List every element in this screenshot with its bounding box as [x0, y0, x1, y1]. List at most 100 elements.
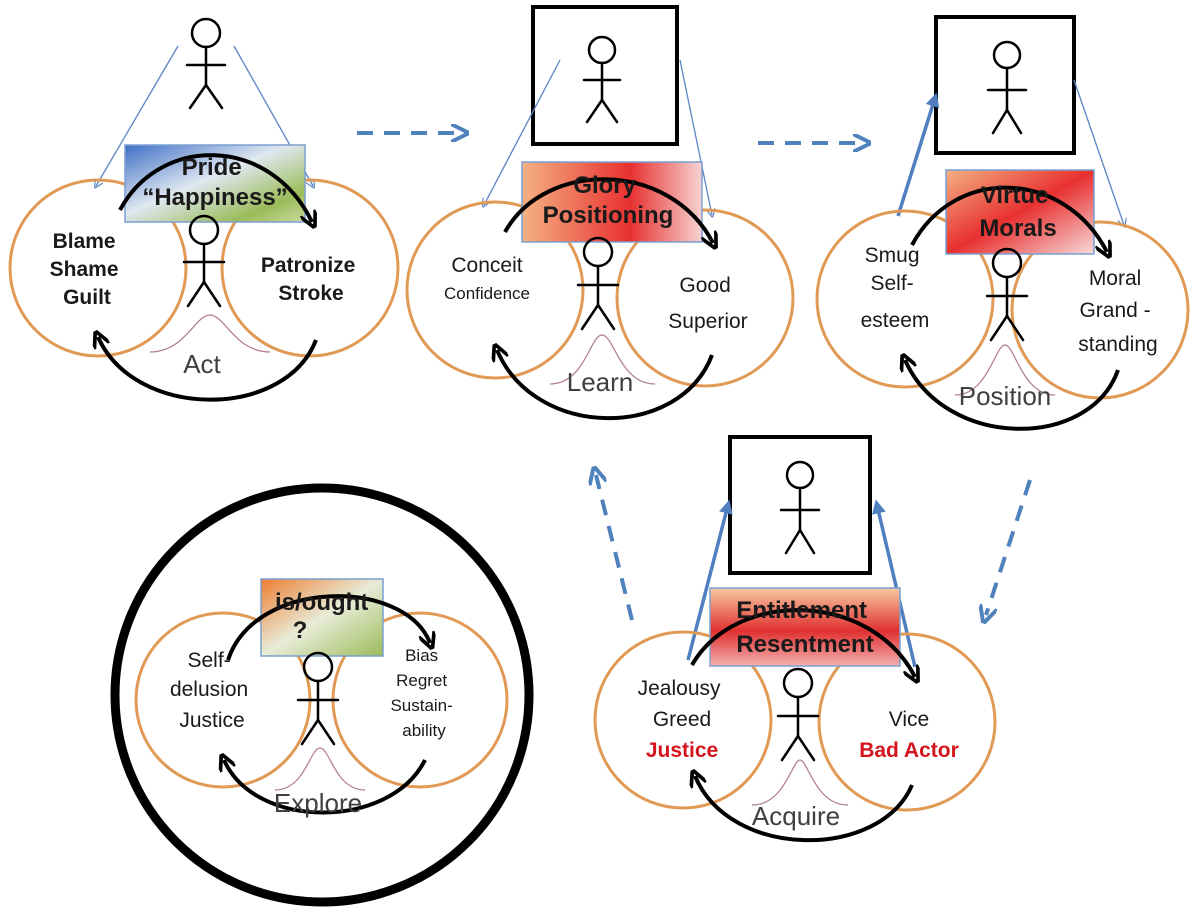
box-line: Entitlement	[736, 597, 867, 624]
right-label: Patronize Stroke	[261, 254, 361, 305]
observer-line-left	[484, 59, 561, 205]
left-line: Guilt	[63, 286, 111, 309]
panel-explore: is/ought ? Self- delusion Justice Bias R…	[110, 483, 534, 907]
left-label: Smug Self- esteem	[861, 244, 930, 332]
label-box-pride	[124, 144, 306, 223]
cycle-arc-top	[690, 608, 915, 677]
observer-line-right	[1073, 79, 1124, 225]
box-label: is/ought ?	[275, 589, 375, 644]
cycle-arc-top	[118, 153, 312, 222]
left-line: Self-	[870, 272, 913, 295]
right-line: Good	[679, 274, 730, 297]
right-line: Stroke	[278, 282, 343, 305]
center-figure	[776, 667, 820, 762]
panel-learn: Glory Positioning Conceit Confidence Goo…	[405, 5, 795, 421]
right-line: Bias	[405, 646, 438, 665]
box-line: Morals	[979, 215, 1056, 242]
left-label: Self- delusion Justice	[170, 649, 254, 732]
left-red-label: Justice	[646, 739, 718, 762]
left-line: Blame	[53, 230, 116, 253]
left-line: Greed	[653, 708, 711, 731]
box-line: Positioning	[543, 202, 674, 229]
left-sublabel: Confidence	[444, 284, 530, 303]
box-label: Entitlement Resentment	[736, 597, 873, 658]
left-label: Jealousy Greed	[638, 677, 727, 731]
ring-left	[815, 209, 995, 389]
observer-line-right	[679, 59, 712, 215]
panel-acquire: Entitlement Resentment Jealousy Greed Ju…	[593, 435, 997, 843]
right-line: standing	[1078, 333, 1157, 356]
left-label: Conceit	[451, 254, 522, 277]
bell-curve	[149, 314, 271, 353]
observer-line-left	[96, 45, 179, 186]
center-figure	[985, 247, 1029, 342]
right-label: Good Superior	[668, 274, 747, 333]
box-line: Resentment	[736, 631, 873, 658]
flow-arrow-position-to-acquire	[986, 479, 1032, 615]
panel-act: Pride “Happiness” Blame Shame Guilt Patr…	[8, 17, 400, 402]
stage-label: Explore	[274, 788, 362, 818]
bell-curve	[274, 747, 366, 791]
bell-curve	[954, 344, 1056, 396]
right-red-label: Bad Actor	[859, 739, 959, 762]
right-line: Superior	[668, 310, 747, 333]
cycle-arc-top	[503, 177, 713, 243]
outer-boundary-circle	[110, 483, 534, 907]
right-line: Grand -	[1079, 299, 1150, 322]
center-figure	[296, 651, 340, 746]
left-label: Blame Shame Guilt	[50, 230, 125, 309]
right-line: Moral	[1089, 267, 1142, 290]
cycle-arc-bottom	[695, 776, 914, 843]
stage-label: Position	[959, 381, 1052, 411]
stage-label: Acquire	[752, 801, 840, 831]
observer-box	[934, 15, 1076, 155]
ring-right	[817, 632, 997, 812]
box-line: Virtue	[981, 182, 1049, 209]
box-line: is/ought	[275, 589, 368, 616]
observer-box	[531, 5, 679, 146]
right-label: Moral Grand - standing	[1078, 267, 1157, 356]
cycle-arc-bottom	[905, 360, 1120, 431]
observer-line-thick	[896, 92, 940, 217]
left-line: Jealousy	[638, 677, 721, 700]
left-line: esteem	[861, 309, 930, 332]
observer-figure	[779, 460, 821, 555]
cycle-arc-top	[226, 594, 430, 661]
right-label: Bias Regret Sustain- ability	[390, 646, 457, 740]
right-line: ability	[402, 721, 446, 740]
box-label: Glory Positioning	[543, 172, 674, 229]
left-line: Justice	[179, 709, 244, 732]
cycle-arc-bottom	[224, 760, 427, 815]
box-line: Glory	[573, 172, 636, 199]
observer-figure	[582, 35, 622, 124]
center-figure	[576, 236, 620, 331]
right-line: Regret	[396, 671, 447, 690]
right-line: Patronize	[261, 254, 356, 277]
box-line: ?	[293, 617, 308, 644]
box-line: “Happiness”	[142, 184, 287, 211]
observer-figure	[986, 40, 1028, 135]
box-label: Virtue Morals	[979, 182, 1056, 242]
label-box-virtue	[945, 169, 1095, 255]
label-box-glory	[521, 161, 703, 243]
ring-left	[593, 630, 773, 810]
cycle-arc-bottom	[497, 350, 714, 421]
observer-figure	[185, 17, 227, 110]
left-line: Self-	[187, 649, 230, 672]
ring-right	[615, 208, 795, 388]
box-line: Pride	[182, 154, 242, 181]
cycle-arc-top	[910, 185, 1107, 252]
box-label: Pride “Happiness”	[142, 154, 287, 211]
stage-label: Act	[183, 349, 221, 379]
panel-position: Virtue Morals Smug Self- esteem Moral Gr…	[815, 15, 1190, 431]
left-line: Shame	[50, 258, 119, 281]
bell-curve	[751, 759, 849, 806]
bell-curve	[549, 334, 656, 385]
observer-line-thick	[872, 499, 917, 668]
right-line: Sustain-	[390, 696, 452, 715]
center-figure	[182, 214, 226, 308]
left-line: delusion	[170, 678, 248, 701]
right-label: Vice	[889, 708, 929, 731]
left-line: Smug	[865, 244, 920, 267]
